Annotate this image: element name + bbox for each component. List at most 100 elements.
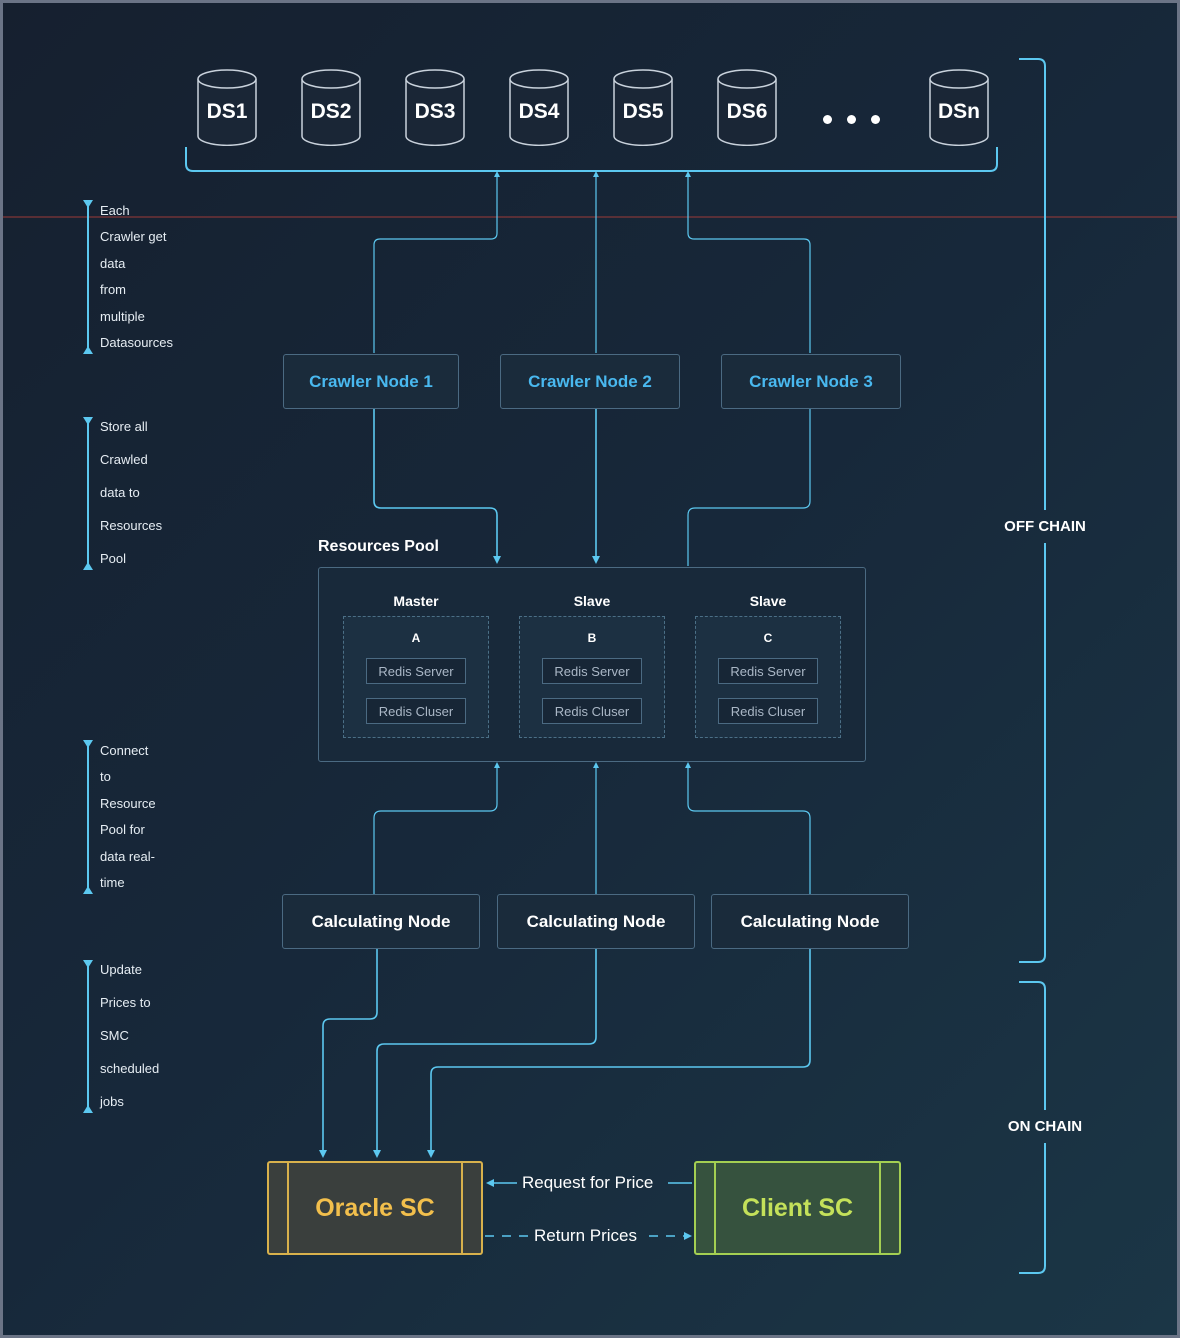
redis-server: Redis Server (718, 658, 818, 684)
note-text: Pool (100, 551, 127, 566)
database-icon (301, 69, 361, 146)
calculating-node-1: Calculating Node (282, 894, 480, 949)
wire-ds-crawler-3 (687, 174, 811, 353)
datasource-5: DS5 (613, 66, 673, 146)
datasource-4: DS4 (509, 66, 569, 146)
triangle-up-icon (83, 1105, 93, 1113)
triangle-up-icon (83, 346, 93, 354)
redis-group-letter: B (587, 631, 597, 645)
redis-server: Redis Server (366, 658, 466, 684)
note-text: scheduled (100, 1061, 160, 1076)
note-connect: Connect to Resource Pool for data real- … (83, 740, 194, 894)
crawler-node-2: Crawler Node 2 (500, 354, 680, 409)
wire-ds-crawler-1 (373, 174, 498, 353)
note-text: Crawled (100, 452, 148, 467)
off-chain-label: OFF CHAIN (1004, 518, 1086, 535)
triangle-up-icon (83, 886, 93, 894)
oracle-sc: Oracle SC (267, 1161, 483, 1255)
crawler-node-3: Crawler Node 3 (721, 354, 901, 409)
note-text: data real- (100, 849, 155, 864)
client-sc: Client SC (694, 1161, 901, 1255)
crawler-node-1: Crawler Node 1 (283, 354, 459, 409)
datasource-label: DS3 (414, 100, 456, 123)
note-text: jobs (100, 1094, 124, 1109)
triangle-down-icon (83, 417, 93, 425)
database-icon (197, 69, 257, 146)
database-icon (929, 69, 989, 146)
note-text: SMC (100, 1028, 129, 1043)
ellipsis-dot-icon (823, 115, 832, 124)
triangle-down-icon (83, 740, 93, 748)
triangle-down-icon (83, 960, 93, 968)
redis-server: Redis Server (542, 658, 642, 684)
note-text: Prices to (100, 995, 151, 1010)
datasource-2: DS2 (301, 66, 361, 146)
calculating-node-2: Calculating Node (497, 894, 695, 949)
triangle-down-icon (83, 200, 93, 208)
pool-role-slave-b: Slave (573, 593, 611, 609)
redis-cluster: Redis Cluser (718, 698, 818, 724)
note-text: Resources (100, 518, 163, 533)
client-sc-label: Client SC (741, 1193, 854, 1222)
request-for-price-label: Request for Price (522, 1173, 654, 1192)
redis-cluster: Redis Cluser (542, 698, 642, 724)
resources-pool-title: Resources Pool (318, 538, 439, 555)
redis-group-letter: A (411, 631, 421, 645)
note-store: Store all Crawled data to Resources Pool (83, 417, 194, 570)
note-text: Store all (100, 419, 148, 434)
on-chain-brace (1019, 981, 1046, 1274)
note-text: Connect (100, 743, 149, 758)
pool-role-slave-c: Slave (749, 593, 787, 609)
note-text: Resource (100, 796, 156, 811)
triangle-up-icon (83, 562, 93, 570)
datasource-1: DS1 (197, 66, 257, 146)
on-chain-label: ON CHAIN (1007, 1118, 1083, 1135)
calculating-node-3: Calculating Node (711, 894, 909, 949)
redis-group-a: A Redis Server Redis Cluser (343, 616, 489, 738)
note-text: time (100, 875, 125, 890)
redis-group-b: B Redis Server Redis Cluser (519, 616, 665, 738)
oracle-sc-label: Oracle SC (315, 1193, 435, 1222)
datasource-bracket (185, 147, 998, 172)
datasource-n: DSn (929, 66, 989, 146)
ellipsis-dot-icon (847, 115, 856, 124)
redis-group-letter: C (763, 631, 773, 645)
database-icon (613, 69, 673, 146)
datasource-label: DS2 (310, 100, 352, 123)
note-text: multiple (100, 309, 145, 324)
database-icon (405, 69, 465, 146)
note-text: Pool for (100, 822, 145, 837)
database-icon (717, 69, 777, 146)
note-text: Update (100, 962, 142, 977)
note-text: to (100, 769, 111, 784)
datasource-6: DS6 (717, 66, 777, 146)
wire-calc-pool-1 (373, 764, 498, 894)
datasource-label: DS5 (622, 100, 664, 123)
note-update: Update Prices to SMC scheduled jobs (83, 960, 194, 1113)
wire-calc-oracle-3 (427, 949, 811, 1158)
wire-calc-pool-3 (687, 764, 811, 894)
datasource-label: DS6 (726, 100, 768, 123)
redis-group-c: C Redis Server Redis Cluser (695, 616, 841, 738)
database-icon (509, 69, 569, 146)
datasource-label: DSn (938, 100, 980, 123)
note-text: data (100, 256, 126, 271)
ellipsis-dot-icon (871, 115, 880, 124)
datasource-3: DS3 (405, 66, 465, 146)
note-crawler: Each Crawler get data from multiple Data… (83, 200, 194, 354)
note-text: Crawler get (100, 229, 167, 244)
wire-crawler-pool-1 (373, 409, 501, 564)
redis-cluster: Redis Cluser (366, 698, 466, 724)
datasource-label: DS1 (206, 100, 248, 123)
wire-calc-oracle-2 (373, 949, 597, 1158)
note-text: Datasources (100, 335, 173, 350)
note-text: data to (100, 485, 140, 500)
wire-crawler-pool-3 (687, 409, 811, 566)
off-chain-brace (1019, 58, 1046, 963)
note-text: from (100, 282, 126, 297)
datasource-label: DS4 (518, 100, 560, 123)
note-text: Each (100, 203, 130, 218)
return-prices-label: Return Prices (534, 1226, 637, 1245)
